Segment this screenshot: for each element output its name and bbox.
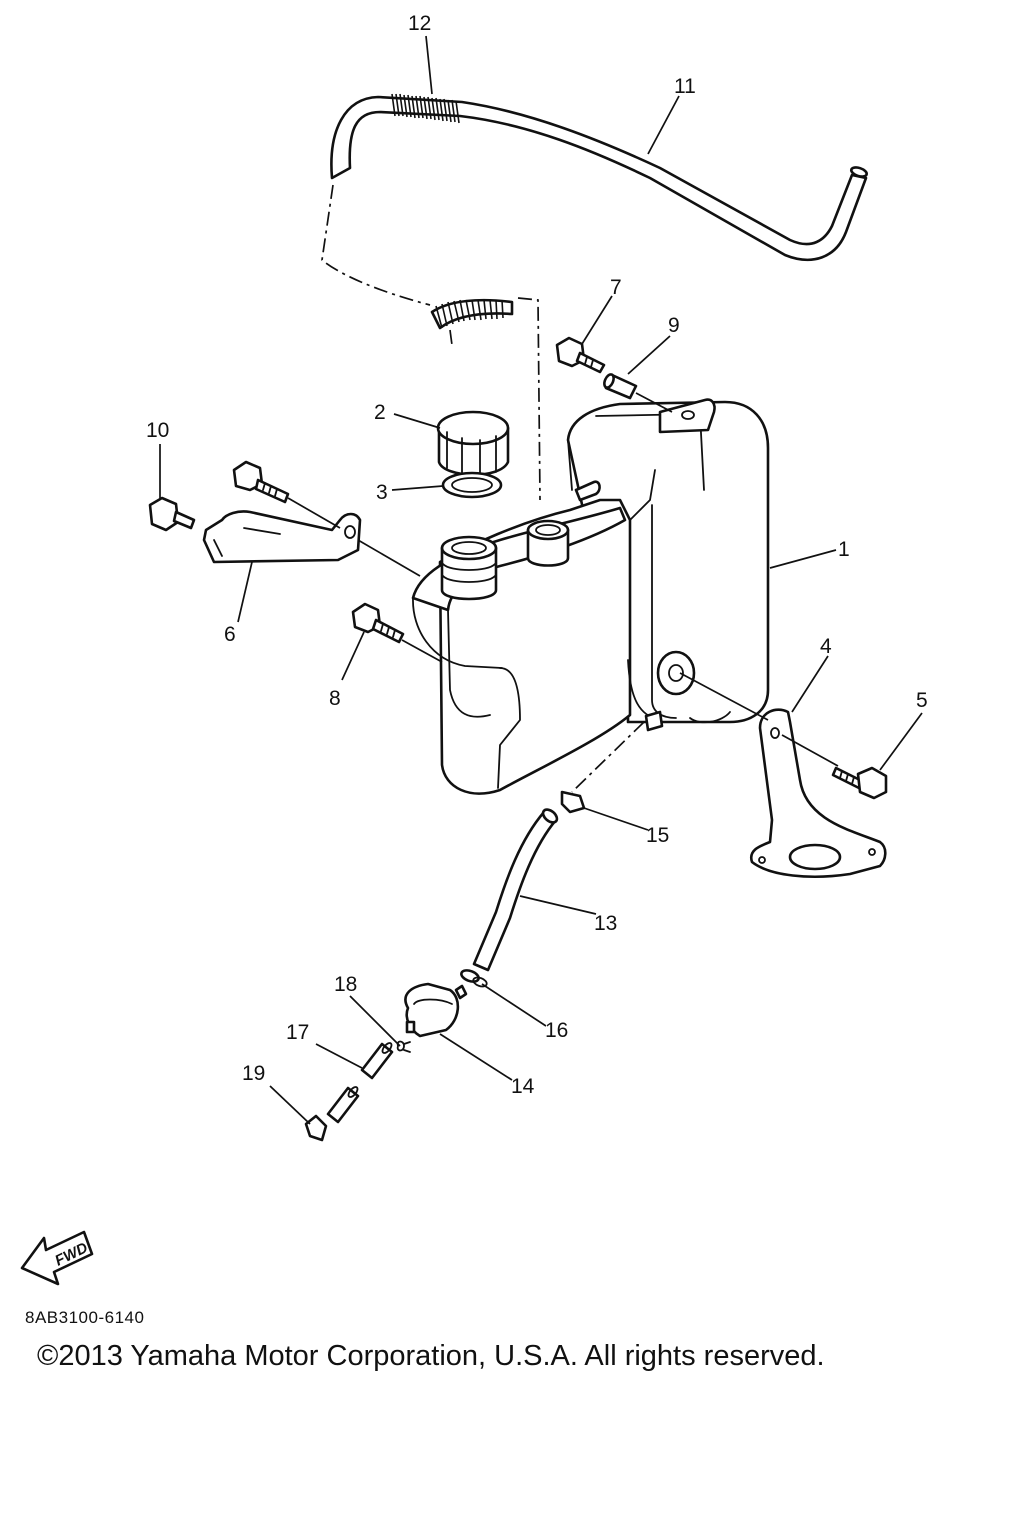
tank-to-hose-dashline xyxy=(571,721,645,793)
clamp-15 xyxy=(560,790,586,814)
hose-spring-12 xyxy=(391,93,460,124)
grommet-to-bracket-line xyxy=(679,672,769,721)
hose-end-dashline xyxy=(449,329,453,346)
bolt-8 xyxy=(351,602,405,644)
callout-2: 2 xyxy=(374,401,386,424)
fwd-arrow-icon: FWD xyxy=(20,1230,94,1286)
bracket-to-tank-line xyxy=(357,539,421,577)
callout-12: 12 xyxy=(408,12,431,35)
callout-15: 15 xyxy=(646,824,669,847)
clip-16 xyxy=(460,969,488,988)
hose-17 xyxy=(326,1042,394,1124)
callout-18: 18 xyxy=(334,973,357,996)
callout-1: 1 xyxy=(838,538,850,561)
callout-10: 10 xyxy=(146,419,169,442)
parts-diagram: 12 11 7 9 2 10 3 1 6 4 8 5 15 13 18 16 1… xyxy=(20,12,928,1286)
callout-7: 7 xyxy=(610,276,622,299)
callout-13: 13 xyxy=(594,912,617,935)
clamp-19 xyxy=(304,1114,328,1142)
bolt-7 xyxy=(555,336,606,374)
breather-hose-11 xyxy=(330,95,869,262)
bracket-to-bolt5-line xyxy=(781,734,839,767)
callout-14: 14 xyxy=(511,1075,535,1098)
callout-3: 3 xyxy=(376,481,388,504)
callout-6: 6 xyxy=(224,623,236,646)
oil-hose-13 xyxy=(472,808,559,972)
callout-4: 4 xyxy=(820,635,832,658)
callout-16: 16 xyxy=(545,1019,568,1042)
bolt-to-bracket-line xyxy=(287,497,341,529)
callout-leaders xyxy=(159,35,923,1125)
copyright-notice: ©2013 Yamaha Motor Corporation, U.S.A. A… xyxy=(37,1340,825,1372)
oil-tank-1 xyxy=(411,398,770,795)
hose-to-tank-dashline xyxy=(517,297,541,501)
collar-9 xyxy=(603,373,638,400)
callout-11: 11 xyxy=(674,75,696,98)
callout-5: 5 xyxy=(916,689,928,712)
bolt-upper-bracket xyxy=(232,460,290,504)
bolt-10 xyxy=(148,496,196,532)
collar-to-tank-line xyxy=(635,392,673,413)
callout-9: 9 xyxy=(668,314,680,337)
bracket-6 xyxy=(202,510,362,564)
callout-8: 8 xyxy=(329,687,341,710)
hose-lower-coil xyxy=(430,298,514,330)
filter-14 xyxy=(404,982,468,1038)
gasket-3 xyxy=(441,471,503,499)
clip-18 xyxy=(396,1040,411,1053)
bolt-5 xyxy=(831,766,888,800)
callout-labels: 12 11 7 9 2 10 3 1 6 4 8 5 15 13 18 16 1… xyxy=(146,12,928,1098)
tank-cap-2 xyxy=(436,410,510,477)
callout-19: 19 xyxy=(242,1062,265,1085)
bracket-4 xyxy=(749,708,887,878)
hose-continuation-dashline xyxy=(321,184,431,306)
callout-17: 17 xyxy=(286,1021,309,1044)
diagram-part-code: 8AB3100-6140 xyxy=(25,1308,145,1327)
bolt8-to-tank-line xyxy=(401,639,443,663)
